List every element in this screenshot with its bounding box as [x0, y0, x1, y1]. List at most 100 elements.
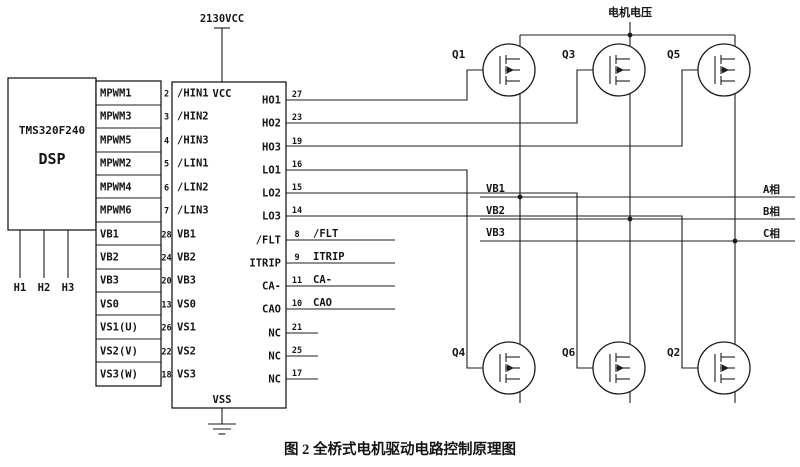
- dsp-pin-h3: H3: [62, 282, 75, 294]
- junction-dot: [627, 216, 633, 222]
- ic-right-pin-number: 27: [292, 90, 302, 100]
- figure-caption: 图 2 全桥式电机驱动电路控制原理图: [284, 440, 516, 458]
- ic-right-pin-number: 15: [292, 183, 302, 193]
- vb2-bus-label: VB2: [486, 205, 505, 217]
- q6-label: Q6: [562, 346, 576, 359]
- ic-right-pin: LO2: [262, 188, 281, 200]
- signal-pin-number: 7: [164, 207, 169, 217]
- ic-left-pin: /LIN1: [177, 158, 209, 170]
- ic-left-pin: /HIN2: [177, 111, 209, 123]
- signal-label: VS0: [100, 299, 119, 311]
- junction-dot: [517, 194, 523, 200]
- ic-right-pin: ITRIP: [249, 258, 281, 270]
- ic-left-pin: VS0: [177, 299, 196, 311]
- signal-pin-number: 2: [164, 90, 169, 100]
- signal-pin-number: 28: [161, 231, 171, 241]
- ic-right-pin: LO3: [262, 211, 281, 223]
- dsp-name: TMS320F240: [19, 124, 85, 137]
- ic-left-pin: VS1: [177, 322, 196, 334]
- ic-left-pin: /LIN3: [177, 205, 209, 217]
- ic-right-pin: HO3: [262, 142, 281, 154]
- ic-right-pin: /FLT: [256, 235, 281, 247]
- ground-symbol-icon: [208, 408, 236, 435]
- mosfet-q5: Q5: [667, 43, 751, 97]
- dsp-type: DSP: [38, 150, 65, 168]
- ic-left-pin: VB2: [177, 252, 196, 264]
- ic-right-pin: CA-: [262, 281, 281, 293]
- signal-label: VB3: [100, 275, 119, 287]
- signal-label: VB2: [100, 252, 119, 264]
- signal-pin-number: 6: [164, 184, 169, 194]
- signal-pin-number: 24: [161, 254, 171, 264]
- ic-right-pin-number: 25: [292, 346, 302, 356]
- phase-b-label: B相: [763, 205, 780, 218]
- dsp-pin-h1: H1: [14, 282, 27, 294]
- junction-dot: [732, 238, 738, 244]
- vcc-supply-label: 2130VCC: [200, 13, 244, 25]
- signal-pin-number: 4: [164, 137, 169, 147]
- vcc-supply: 2130VCC: [200, 13, 244, 82]
- ic-right-pin: CAO: [262, 304, 281, 316]
- q2-label: Q2: [667, 346, 680, 359]
- ic-right-pin-number: 21: [292, 323, 302, 333]
- ic-right-pin: HO1: [262, 95, 281, 107]
- mosfet-q6: Q6: [562, 341, 646, 395]
- ic-left-pin: /HIN1: [177, 88, 209, 100]
- mosfet-q3: Q3: [562, 43, 646, 97]
- signal-table-grid: [96, 104, 161, 363]
- phase-c-label: C相: [763, 227, 780, 240]
- signal-pin-number: 18: [161, 371, 171, 381]
- ic-right-pin: HO2: [262, 118, 281, 130]
- dsp-block: TMS320F240 DSP H1 H2 H3: [7, 77, 97, 294]
- ic-right-pin-number: 17: [292, 369, 302, 379]
- ic-right-pin-number: 8: [294, 230, 299, 240]
- phase-a-label: A相: [763, 183, 780, 196]
- ic-left-pin: VS2: [177, 346, 196, 358]
- ic-vcc-pin: VCC: [213, 88, 232, 100]
- signal-pin-number: 20: [161, 277, 171, 287]
- ic-left-pin: VS3: [177, 369, 196, 381]
- mosfet-q1: Q1: [452, 43, 536, 97]
- vb3-bus-label: VB3: [486, 227, 505, 239]
- motor-voltage-label: 电机电压: [608, 5, 652, 19]
- q3-label: Q3: [562, 48, 575, 61]
- q5-label: Q5: [667, 48, 680, 61]
- signal-table-box: [95, 80, 162, 387]
- ic-right-pin-number: 16: [292, 160, 302, 170]
- signal-pin-number: 3: [164, 113, 169, 123]
- phase-lines: VB1 VB2 VB3 A相 B相 C相: [480, 183, 795, 244]
- wire-ho2-q3: [286, 69, 610, 124]
- ic-left-pin: /LIN2: [177, 182, 209, 194]
- vb1-bus-label: VB1: [486, 183, 505, 195]
- signal-label: VS1(U): [100, 322, 138, 334]
- signal-label: VB1: [100, 229, 119, 241]
- ic-right-pin: LO1: [262, 165, 281, 177]
- signal-label: VS2(V): [100, 346, 138, 358]
- signal-pin-number: 13: [161, 301, 171, 311]
- signal-label: MPWM3: [100, 111, 132, 123]
- signal-label: VS3(W): [100, 369, 138, 381]
- wire-lo1-q4: [286, 169, 500, 369]
- mosfet-q2: Q2: [667, 341, 751, 395]
- signal-pin-number: 26: [161, 324, 171, 334]
- ext-itrip-label: ITRIP: [313, 251, 345, 263]
- motor-voltage-bus: 电机电压: [520, 5, 735, 38]
- ic-right-pin-number: 14: [292, 206, 302, 216]
- mosfet-q4: Q4: [452, 341, 536, 395]
- signal-label: MPWM4: [100, 182, 132, 194]
- signal-label: MPWM2: [100, 158, 132, 170]
- ic-right-pin-number: 9: [294, 253, 299, 263]
- ic-left-pin: /HIN3: [177, 135, 209, 147]
- ic-right-pin-number: 19: [292, 137, 302, 147]
- q1-label: Q1: [452, 48, 466, 61]
- gate-drive-wires: [286, 69, 715, 380]
- signal-label: MPWM5: [100, 135, 132, 147]
- dsp-box: [7, 77, 97, 231]
- ext-flt-label: /FLT: [313, 228, 338, 240]
- signal-pin-number: 22: [161, 348, 171, 358]
- driver-ic-box: [171, 81, 287, 409]
- wire-ho1-q1: [286, 69, 500, 101]
- ext-cao-label: CAO: [313, 297, 332, 309]
